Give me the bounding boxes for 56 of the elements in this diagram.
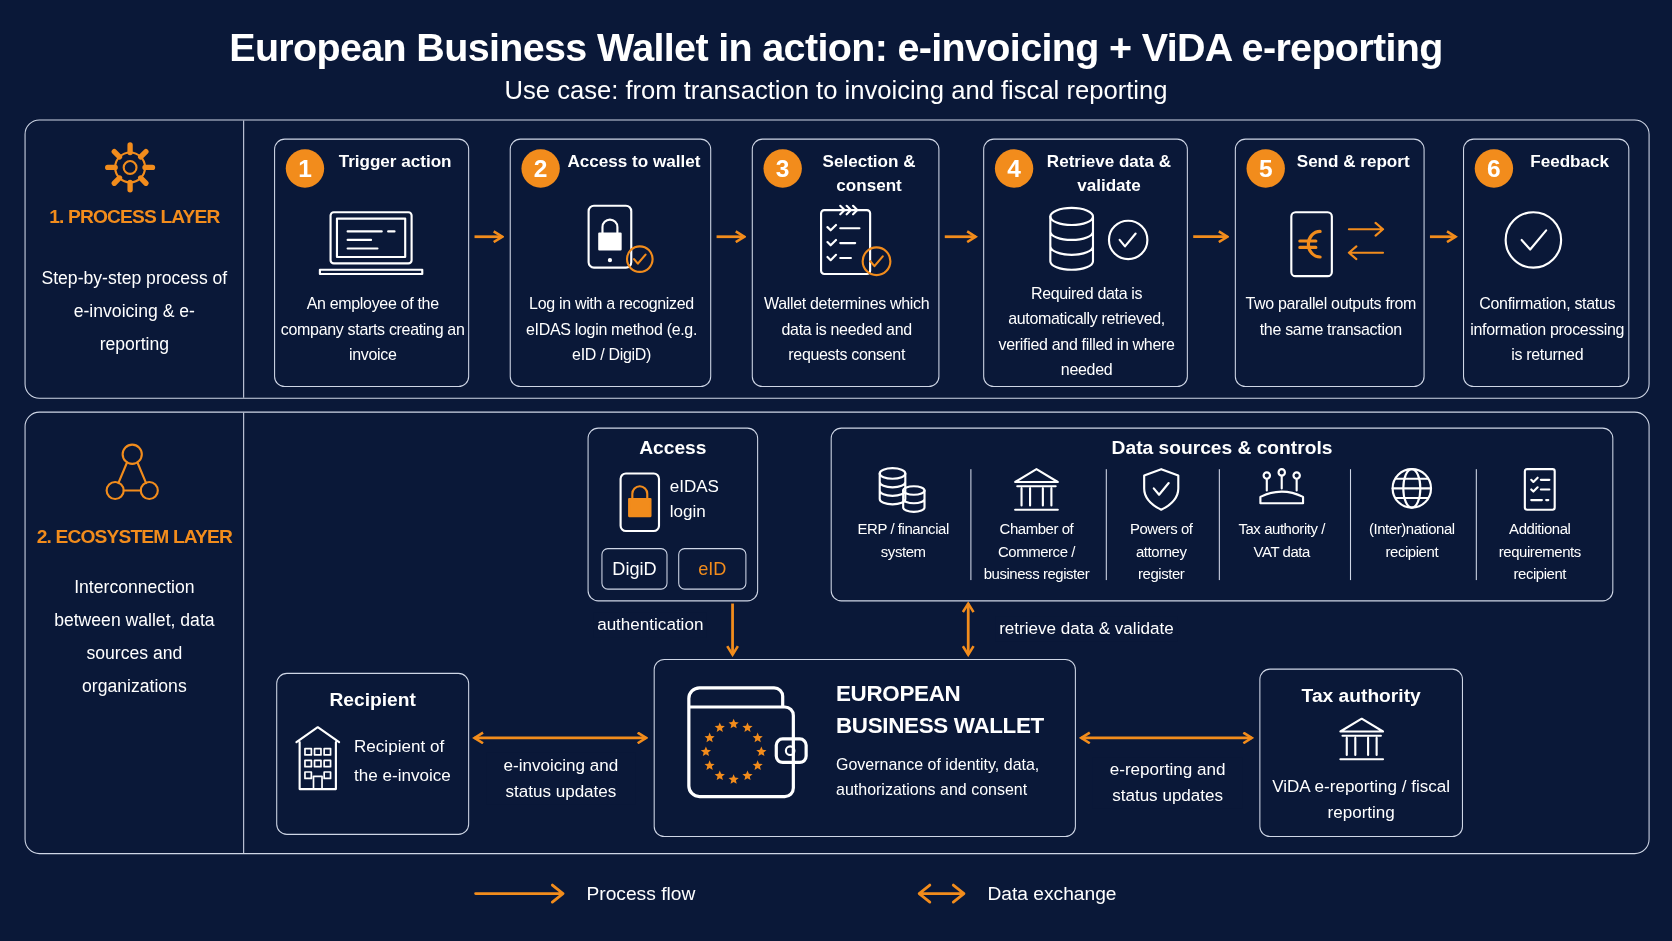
legend-label: Data exchange xyxy=(987,881,1117,907)
card-heading: Recipient xyxy=(328,687,417,713)
panel-heading: Data sources & controls xyxy=(1110,436,1334,461)
arrow xyxy=(725,603,740,656)
arrow xyxy=(1193,230,1229,244)
double-arrow xyxy=(473,731,648,745)
card-description: ViDA e-reporting / fiscal reporting xyxy=(1271,776,1452,824)
arrow xyxy=(716,230,746,244)
data-source-label: (Inter)national recipient xyxy=(1367,519,1456,562)
data-source-label: Tax authority / VAT data xyxy=(1237,519,1327,562)
option-label: DigiD xyxy=(611,557,658,581)
step-description: An employee of the company starts creating an invoice xyxy=(280,293,465,366)
step-number: 3 xyxy=(763,149,802,188)
step-title: Retrieve data & validate xyxy=(1045,151,1173,197)
wallet-description: Governance of identity, data, authorizations and consent xyxy=(836,753,1041,801)
step-description: Required data is automatically retrieved, verified and filled in where needed xyxy=(997,282,1176,381)
step-description: Log in with a recognized eIDAS login method (e.g. eID / DigiD) xyxy=(525,293,699,366)
arrow xyxy=(474,230,504,244)
card-description: Recipient of the e-invoice xyxy=(354,735,452,786)
layer-heading: 1. PROCESS LAYER xyxy=(48,204,221,230)
step-number: 5 xyxy=(1246,149,1285,188)
layer-heading: 2. ECOSYSTEM LAYER xyxy=(35,524,233,550)
step-card xyxy=(1463,138,1630,388)
login-label: eIDAS login xyxy=(669,475,720,523)
card-heading: Tax authority xyxy=(1300,683,1422,708)
legend-label: Process flow xyxy=(586,881,696,907)
step-number: 2 xyxy=(521,149,560,188)
step-title: Send & report xyxy=(1295,151,1411,173)
step-description: Wallet determines which data is needed and requests consent xyxy=(762,293,931,366)
step-title: Access to wallet xyxy=(566,151,702,173)
data-source-label: Additional requirements recipient xyxy=(1497,519,1582,585)
step-number: 4 xyxy=(994,149,1034,188)
step-title: Trigger action xyxy=(337,151,453,173)
wallet-heading: EUROPEAN BUSINESS WALLET xyxy=(836,679,1045,739)
step-description: Confirmation, status information processing is returned xyxy=(1469,293,1626,366)
wallet-card xyxy=(653,659,1076,838)
step-card xyxy=(274,138,470,388)
data-source-label: Powers of attorney register xyxy=(1128,519,1194,585)
step-number: 6 xyxy=(1474,149,1514,188)
double-arrow xyxy=(1080,731,1254,745)
layer-description: Interconnection between wallet, data sources and organizations xyxy=(53,575,216,698)
step-number: 1 xyxy=(285,149,325,188)
data-source-label: ERP / financial system xyxy=(856,519,950,562)
option-label: eID xyxy=(697,557,728,581)
layer-description: Step-by-step process of e-invoicing & e-reporting xyxy=(40,266,229,356)
arrow xyxy=(1429,230,1457,244)
double-arrow xyxy=(961,602,975,656)
subtitle: Use case: from transaction to invoicing and fiscal reporting xyxy=(503,74,1169,107)
step-card xyxy=(509,138,712,388)
step-title: Selection & consent xyxy=(821,151,917,197)
data-source-label: Chamber of Commerce / business register xyxy=(982,519,1091,585)
step-title: Feedback xyxy=(1529,151,1610,173)
arrow xyxy=(944,230,977,244)
step-description: Two parallel outputs from the same transaction xyxy=(1244,293,1418,341)
panel-heading: Access xyxy=(638,436,708,461)
title: European Business Wallet in action: e-invoicing + ViDA e-reporting xyxy=(228,24,1444,72)
